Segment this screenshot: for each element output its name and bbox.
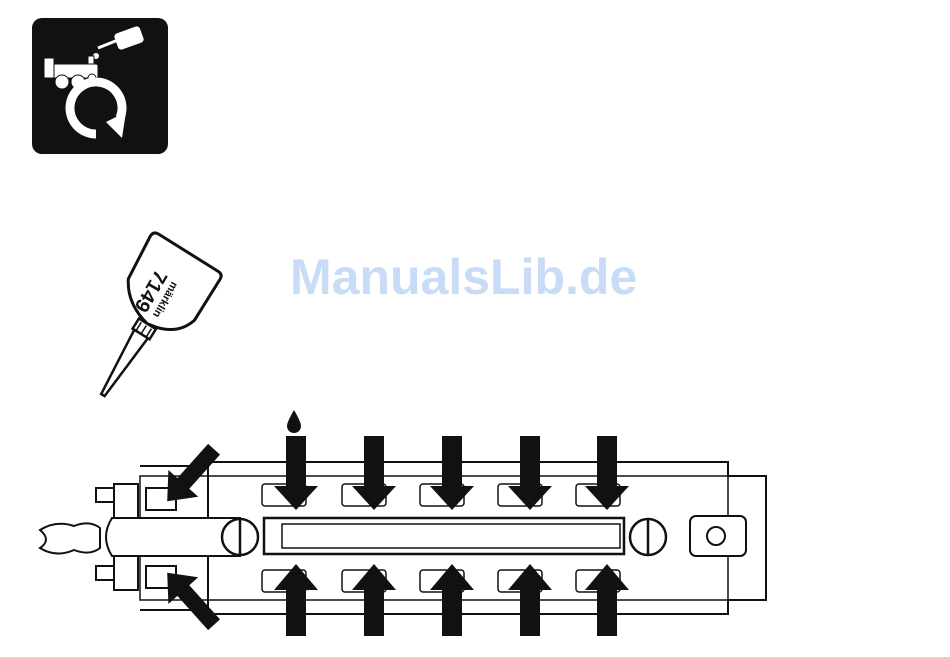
oil-drop-icon xyxy=(287,410,301,433)
chassis xyxy=(40,462,766,614)
lubrication-maintenance-icon xyxy=(32,18,168,154)
watermark: ManualsLib.de xyxy=(290,248,670,306)
oil-bottle: märklin 7149 xyxy=(66,231,224,415)
